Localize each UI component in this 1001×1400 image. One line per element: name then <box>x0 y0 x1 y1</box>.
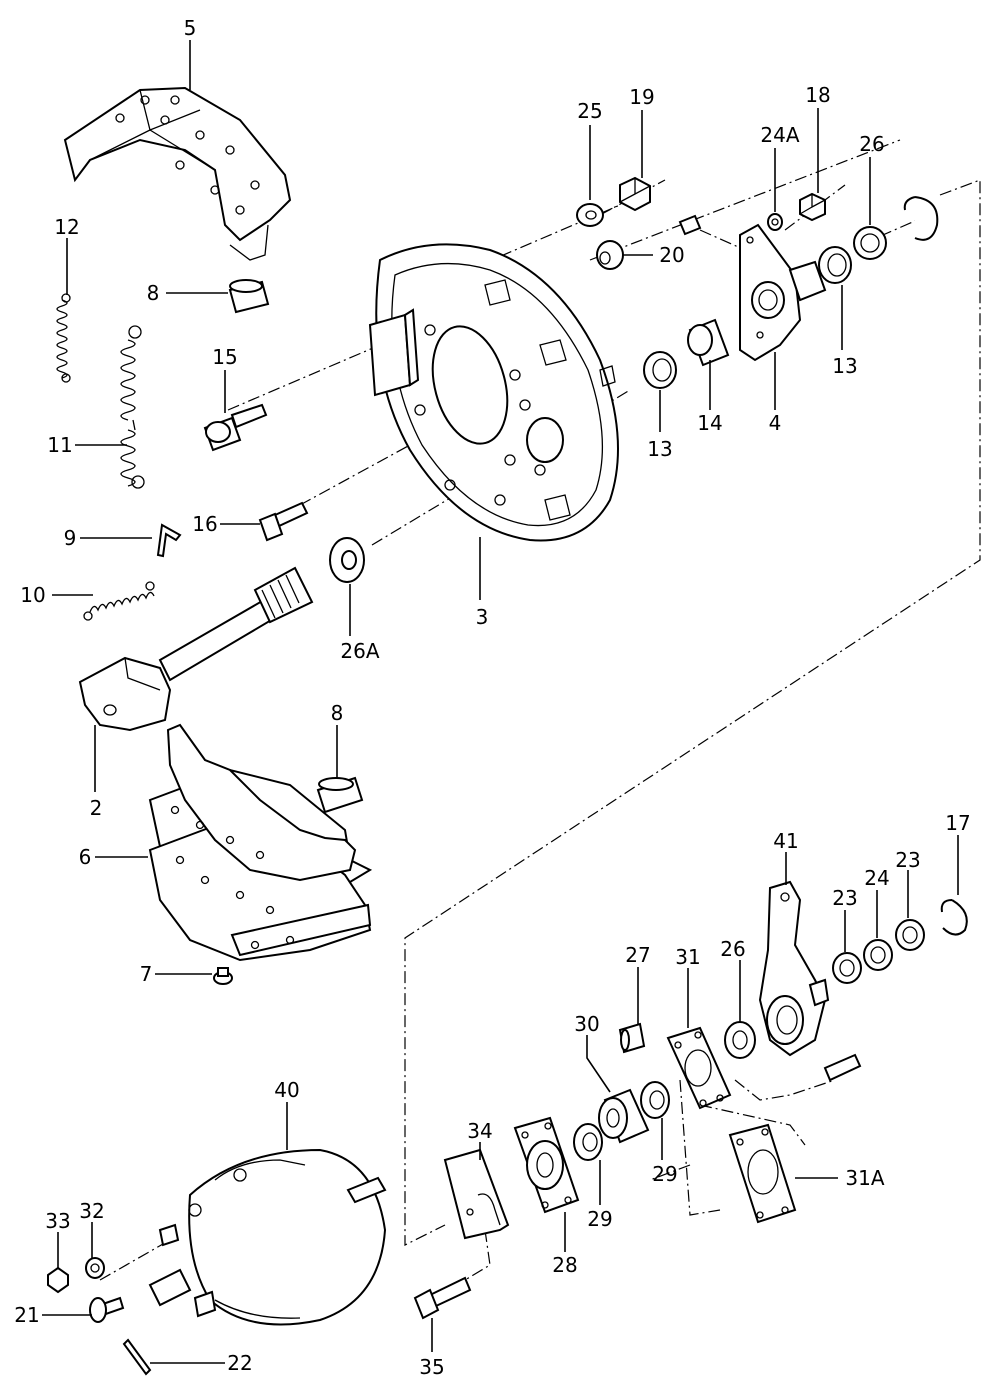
anchor-pin-lower <box>316 776 364 814</box>
label-35: 35 <box>419 1355 444 1379</box>
clip-9 <box>156 523 182 558</box>
washer-32 <box>85 1257 105 1279</box>
gasket-31 <box>666 1026 732 1110</box>
mounting-plate-34 <box>443 1148 510 1240</box>
label-4: 4 <box>769 411 782 435</box>
label-16: 16 <box>192 512 217 536</box>
washer-26a <box>329 537 365 583</box>
label-23-a: 23 <box>832 886 857 910</box>
label-24a: 24A <box>760 123 799 147</box>
label-25: 25 <box>577 99 602 123</box>
label-40: 40 <box>274 1078 299 1102</box>
washer-24 <box>863 939 893 971</box>
gasket-31a <box>728 1123 797 1224</box>
clevis-pin-21 <box>89 1296 125 1323</box>
label-2: 2 <box>90 796 103 820</box>
bolt-15 <box>203 403 268 452</box>
flange-28 <box>513 1116 580 1214</box>
label-13-right: 13 <box>832 354 857 378</box>
snap-ring-lower <box>940 899 968 936</box>
label-26: 26 <box>859 132 884 156</box>
label-20: 20 <box>659 243 684 267</box>
label-19: 19 <box>629 85 654 109</box>
label-29-right: 29 <box>652 1162 677 1186</box>
camshaft-bracket <box>739 223 827 362</box>
label-17: 17 <box>945 811 970 835</box>
nut-18 <box>799 192 826 222</box>
seal-13-left <box>643 351 677 389</box>
snap-ring-upper <box>903 196 939 241</box>
label-5: 5 <box>184 16 197 40</box>
brake-chamber-40 <box>148 1148 387 1326</box>
bolt-35 <box>413 1276 472 1320</box>
label-24: 24 <box>864 866 889 890</box>
label-29-left: 29 <box>587 1207 612 1231</box>
bolt-41-small <box>823 1053 862 1082</box>
part-number-labels: 5 12 8 15 11 16 9 10 26A 3 2 8 6 7 25 19… <box>14 16 970 1379</box>
camshaft <box>78 566 314 732</box>
cotter-pin-22 <box>122 1338 152 1376</box>
label-8-lower: 8 <box>331 701 344 725</box>
label-11: 11 <box>47 433 72 457</box>
washer-29-a <box>640 1081 670 1119</box>
label-32: 32 <box>79 1199 104 1223</box>
spring-12 <box>56 293 71 383</box>
label-21: 21 <box>14 1303 39 1327</box>
label-10: 10 <box>20 583 45 607</box>
bushing-20 <box>596 240 624 270</box>
backing-plate <box>368 243 619 542</box>
label-13-left: 13 <box>647 437 672 461</box>
washer-25 <box>576 203 604 227</box>
spring-10 <box>83 581 155 621</box>
washer-23-a <box>832 952 862 984</box>
anchor-pin-upper <box>228 279 270 314</box>
nut-33 <box>47 1266 69 1294</box>
label-23-b: 23 <box>895 848 920 872</box>
bushing-30 <box>598 1088 650 1144</box>
grease-fitting-27 <box>618 1022 646 1054</box>
label-31: 31 <box>675 945 700 969</box>
washer-23-b <box>895 919 925 951</box>
label-34: 34 <box>467 1119 492 1143</box>
label-8-upper: 8 <box>147 281 160 305</box>
slack-adjuster <box>758 880 830 1057</box>
label-41: 41 <box>773 829 798 853</box>
label-9: 9 <box>64 526 77 550</box>
label-28: 28 <box>552 1253 577 1277</box>
lower-brake-shoe <box>148 723 373 962</box>
label-27: 27 <box>625 943 650 967</box>
washer-24a <box>767 213 783 231</box>
label-31a: 31A <box>845 1166 884 1190</box>
label-15: 15 <box>212 345 237 369</box>
rivet-7 <box>213 967 233 985</box>
bushing-14 <box>687 318 730 367</box>
label-30: 30 <box>574 1012 599 1036</box>
label-12: 12 <box>54 215 79 239</box>
washer-29-b <box>573 1123 603 1161</box>
label-6: 6 <box>79 845 92 869</box>
label-14: 14 <box>697 411 722 435</box>
label-33: 33 <box>45 1209 70 1233</box>
label-22: 22 <box>227 1351 252 1375</box>
label-3: 3 <box>476 605 489 629</box>
leader-lines <box>42 40 959 1364</box>
label-7: 7 <box>140 962 153 986</box>
seal-13-right <box>818 246 852 284</box>
spring-11 <box>120 325 145 489</box>
label-18: 18 <box>805 83 830 107</box>
upper-brake-shoe <box>63 86 292 261</box>
grease-fitting-upper <box>678 214 702 236</box>
washer-26b <box>724 1021 756 1059</box>
label-26-lower: 26 <box>720 937 745 961</box>
label-26a: 26A <box>340 639 379 663</box>
washer-26 <box>853 226 887 260</box>
bolt-16 <box>258 501 309 542</box>
nut-19 <box>619 176 651 212</box>
